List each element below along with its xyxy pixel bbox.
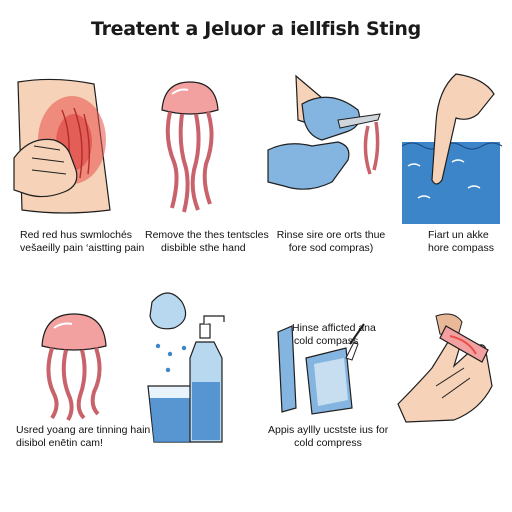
jellyfish-icon-2 [41, 313, 107, 422]
jellyfish-icon [161, 81, 219, 213]
cold-compress-pack [277, 323, 365, 415]
panel-hand-water [398, 70, 503, 230]
hand-in-water [401, 73, 503, 224]
panel-hands-bandage [396, 306, 504, 424]
panel-water-bottle [140, 286, 250, 446]
panel-gloves-tweezers [267, 70, 388, 200]
panel-cold-compress [272, 318, 372, 415]
red-skin-illustration [13, 78, 111, 214]
cup-and-bottle [147, 292, 225, 443]
panel-jellyfish-2 [30, 310, 120, 422]
panel-jellyfish-1 [150, 78, 230, 218]
page-title: Treatent a Jeluor a iellfish Sting [91, 18, 421, 40]
hands-bandage [397, 313, 493, 423]
gloved-hands-tweezers [267, 74, 381, 190]
panel-red-skin [13, 70, 124, 220]
